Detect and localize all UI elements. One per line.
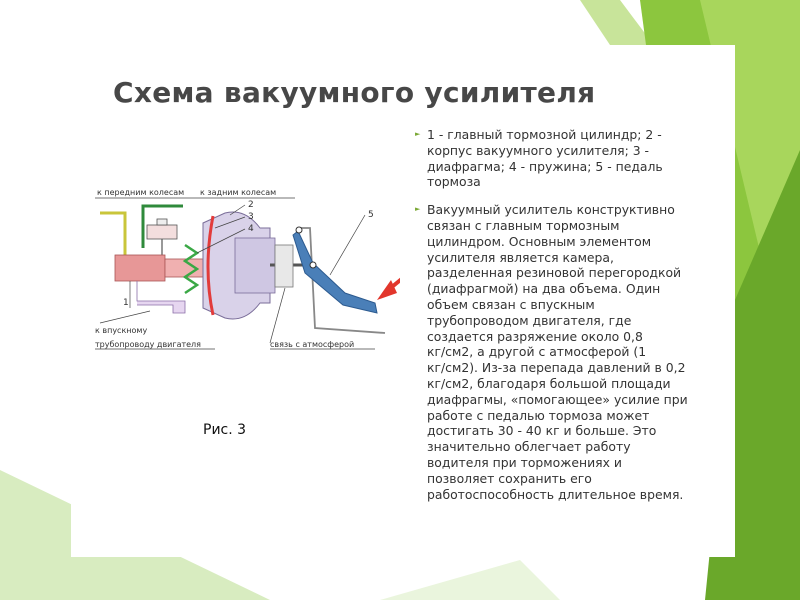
- pedal-pivot-rod: [309, 261, 317, 269]
- front-wheels-line: [100, 211, 127, 261]
- legend-line: диафрагма; 4 - пружина; 5 - педаль: [427, 158, 663, 174]
- label-n1: 1: [123, 298, 129, 308]
- atmosphere-port: [274, 244, 294, 288]
- explanation-line: Вакуумный усилитель конструктивно: [427, 202, 675, 218]
- triangle-bullet-icon: ►: [415, 130, 421, 138]
- leader-4: [196, 228, 246, 254]
- legend-bullet: ► 1 - главный тормозной цилиндр; 2 - кор…: [415, 127, 715, 190]
- slide-title: Схема вакуумного усилителя: [113, 76, 596, 109]
- explanation-line: связан с главным тормозным: [427, 217, 620, 233]
- leader-5: [329, 214, 366, 276]
- label-n2: 2: [248, 200, 254, 210]
- explanation-line: усилителя является камера,: [427, 249, 614, 265]
- rear-wheels-line: [141, 204, 183, 248]
- master-cylinder: [114, 254, 166, 282]
- explanation-line: кг/см2, благодаря большой площади: [427, 375, 671, 391]
- explanation-line: создается разряжение около 0,8: [427, 328, 643, 344]
- explanation-line: позволяет сохранить его: [427, 470, 592, 486]
- leader-3: [214, 216, 246, 229]
- label-n4: 4: [248, 224, 254, 234]
- diaphragm: [206, 215, 215, 316]
- label-intake-line2: трубопроводу двигателя: [95, 340, 201, 349]
- triangle-bullet-icon: ►: [415, 205, 421, 214]
- fluid-reservoir: [146, 224, 178, 240]
- leader-intake: [99, 310, 151, 324]
- vacuum-booster-diagram: к передним колесам к задним колесам 1 2 …: [95, 188, 400, 350]
- explanation-line: трубопроводом двигателя, где: [427, 312, 632, 328]
- housing-rear-boss: [234, 237, 276, 294]
- explanation-line: объем связан с впускным: [427, 296, 595, 312]
- explanation-line: водителя при торможениях и: [427, 454, 622, 470]
- explanation-line: работе с педалью тормоза может: [427, 407, 650, 423]
- label-intake-line1: к впускному: [95, 326, 147, 335]
- explanation-bullet: ► Вакуумный усилитель конструктивно связ…: [415, 202, 715, 502]
- explanation-line: кг/см2). Из-за перепада давлений в 0,2: [427, 360, 686, 376]
- explanation-line: диафрагмы, «помогающее» усилие при: [427, 391, 688, 407]
- legend-line: тормоза: [427, 174, 481, 190]
- force-arrow-icon: [377, 277, 400, 300]
- explanation-line: кг/см2, а другой с атмосферой (1: [427, 344, 647, 360]
- description-text: ► 1 - главный тормозной цилиндр; 2 - кор…: [415, 127, 715, 502]
- explanation-line: значительно облегчает работу: [427, 439, 631, 455]
- label-rear-wheels: к задним колесам: [200, 188, 276, 197]
- label-front-wheels: к передним колесам: [97, 188, 184, 197]
- label-n3: 3: [248, 212, 254, 222]
- explanation-line: разделенная резиновой перегородкой: [427, 265, 682, 281]
- legend-line: 1 - главный тормозной цилиндр; 2 -: [427, 127, 662, 142]
- brake-pedal-frame: [300, 227, 386, 334]
- explanation-line: достигать 30 - 40 кг и больше. Это: [427, 423, 657, 439]
- explanation-line: работоспособность длительное время.: [427, 486, 684, 502]
- label-n5: 5: [368, 210, 374, 220]
- leader-atmosphere: [269, 287, 286, 344]
- pedal-pivot-top: [295, 226, 303, 234]
- leader-2: [229, 204, 246, 216]
- label-atmosphere: связь с атмосферой: [270, 340, 354, 349]
- explanation-line: цилиндром. Основным элементом: [427, 233, 652, 249]
- legend-line: корпус вакуумного усилителя; 3 -: [427, 142, 650, 158]
- reservoir-cap: [156, 218, 168, 226]
- intake-tube: [136, 281, 186, 314]
- explanation-line: (диафрагмой) на два объема. Один: [427, 281, 661, 297]
- brake-pedal: [292, 230, 378, 314]
- figure-caption: Рис. 3: [203, 422, 247, 438]
- bg-triangle-bottom: [380, 560, 560, 600]
